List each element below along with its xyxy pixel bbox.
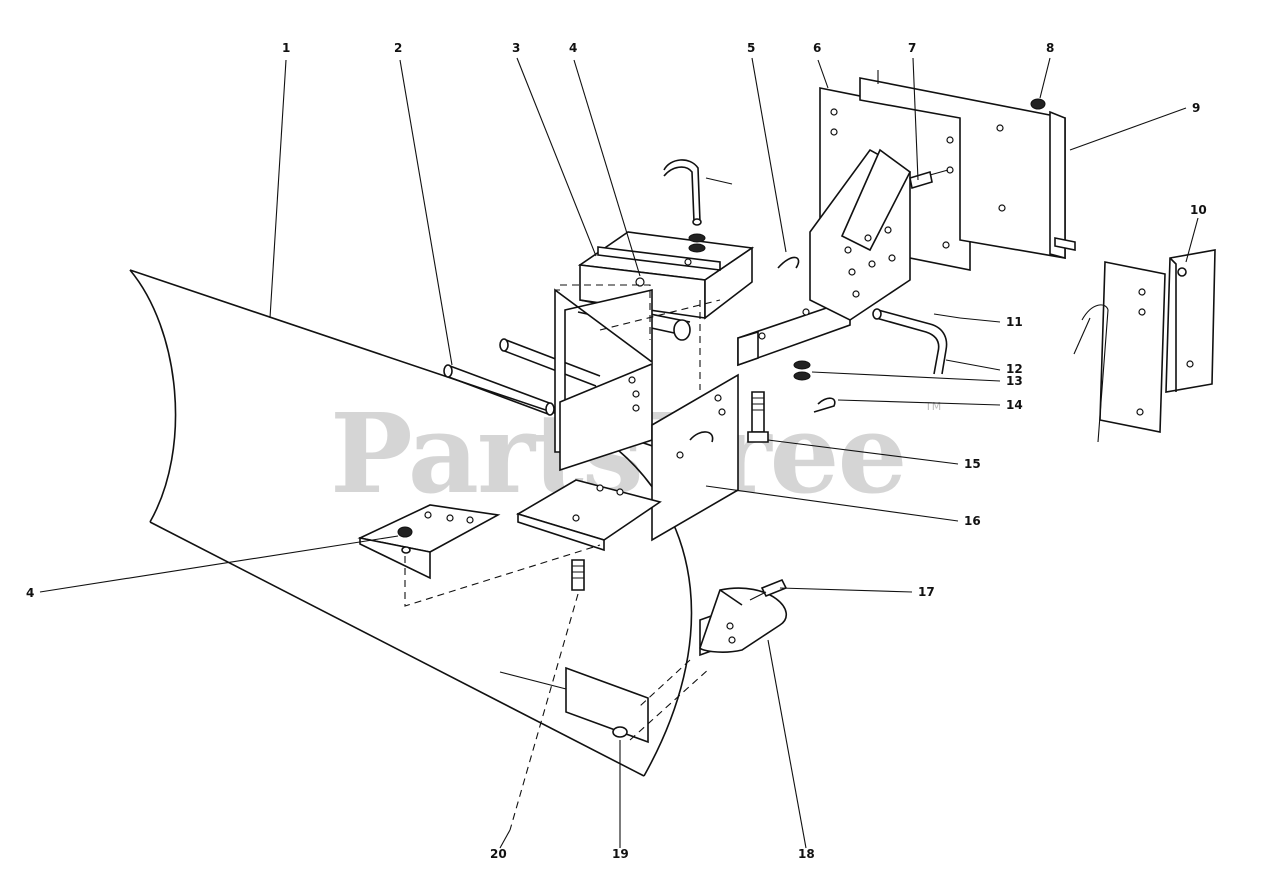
callout-10: 10 [1190,203,1207,217]
callout-17: 17 [918,585,935,599]
callout-15: 15 [964,457,981,471]
callout-8: 8 [1046,41,1054,55]
l-pin-top-part [663,159,733,253]
leader-lines [39,57,1199,849]
callout-1: 1 [282,41,290,55]
callout-7: 7 [908,41,916,55]
callout-5: 5 [747,41,755,55]
mount-plate-part [859,70,1076,260]
bolt-15-part [747,391,769,443]
side-bracket-part [1073,249,1216,443]
long-pin-part [443,338,601,416]
callout-labels: 1 2 3 4 5 6 7 8 9 10 11 12 13 14 15 16 1… [26,41,1207,861]
blade-mount-plate-part [357,504,601,607]
callout-18: 18 [798,847,815,861]
callout-13: 13 [1006,374,1023,388]
l-pin-right-part [872,308,961,375]
callout-14: 14 [1006,398,1023,412]
bolt-20-part [509,559,585,831]
callout-19: 19 [612,847,629,861]
callout-3: 3 [512,41,520,55]
callout-2: 2 [394,41,402,55]
bolt-7-part [909,169,949,190]
channel-bracket-part [577,231,755,341]
hitch-tube-part [737,298,851,367]
cotter-pin-mid [689,431,714,443]
callout-4: 4 [569,41,577,55]
callout-20: 20 [490,847,507,861]
cotter-pin-5-part [777,256,800,269]
callout-16: 16 [964,514,981,528]
watermark-trademark: TM [924,400,941,413]
skid-bracket-part [565,578,788,744]
callout-9: 9 [1192,101,1200,115]
gusset-plate-part [809,87,971,321]
callout-6: 6 [813,41,821,55]
washers-part [793,360,836,413]
callout-12: 12 [1006,362,1023,376]
callout-11: 11 [1006,315,1023,329]
callout-4-lower: 4 [26,586,34,600]
frame-plates-part [516,284,739,552]
